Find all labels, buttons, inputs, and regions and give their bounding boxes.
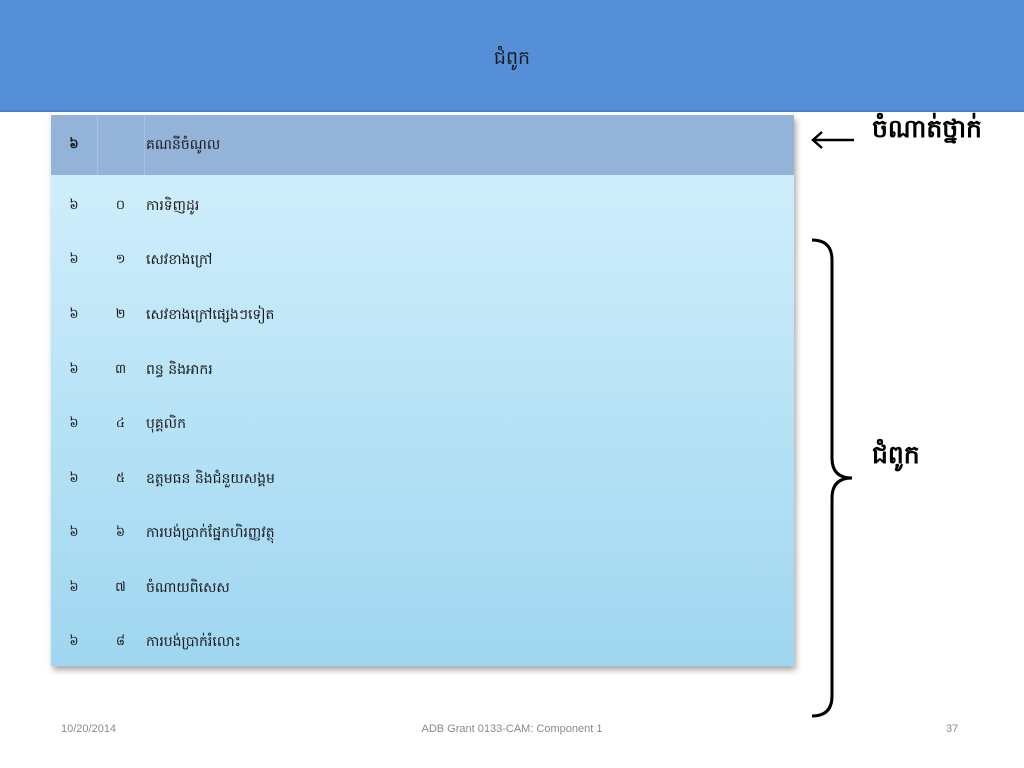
left-arrow-icon — [810, 120, 856, 160]
row-account-name: បុគ្គលិក — [146, 415, 186, 432]
row-account-name: សេវខាងក្រៅផ្សេងៗទៀត — [146, 306, 275, 323]
row-chapter-code: ៦ — [115, 524, 126, 540]
table-row: ៦ ២ សេវខាងក្រៅផ្សេងៗទៀត — [51, 288, 794, 342]
table-row: ៦ ៨ ការបង់ប្រាក់រំលោះ — [51, 615, 794, 669]
row-chapter-code: ៤ — [115, 415, 126, 431]
chapter-annotation: ជំពូក — [872, 440, 920, 469]
slide-title: ជំពូក — [493, 47, 531, 69]
row-class-code: ៦ — [69, 470, 79, 486]
row-chapter-code: ៥ — [115, 470, 126, 486]
page-number: 37 — [946, 723, 959, 735]
row-account-name: ការទិញដូរ — [146, 197, 200, 214]
row-chapter-code: ៣ — [114, 361, 127, 377]
row-class-code: ៦ — [69, 415, 79, 431]
table-header-row: ៦ គណនីចំណូល — [51, 115, 794, 175]
row-account-name: ការបង់ប្រាក់ផ្នែកហិរញ្ញវត្ថុ — [146, 524, 275, 541]
row-class-code: ៦ — [69, 524, 79, 540]
row-chapter-code: ៧ — [115, 579, 126, 595]
row-chapter-code: ១ — [115, 251, 126, 267]
row-class-code: ៦ — [69, 197, 79, 213]
header-account-name: គណនីចំណូល — [146, 136, 221, 153]
row-account-name: ពន្ធ និងអាករ — [146, 361, 213, 378]
row-account-name: សេវខាងក្រៅ — [146, 251, 213, 268]
row-chapter-code: ០ — [115, 197, 126, 213]
row-chapter-code: ២ — [115, 306, 126, 322]
footer-project: ADB Grant 0133-CAM: Component 1 — [421, 723, 603, 735]
classification-annotation: ចំណាត់ថ្នាក់ — [872, 114, 982, 143]
row-chapter-code: ៨ — [115, 633, 126, 649]
right-curly-brace-icon — [811, 238, 853, 718]
title-banner: ជំពូក — [0, 0, 1024, 112]
row-class-code: ៦ — [69, 579, 79, 595]
account-table: ៦ គណនីចំណូល ៦ ០ ការទិញដូរ ៦ ១ សេវខាងក្រៅ… — [51, 115, 794, 666]
table-row: ៦ ៧ ចំណាយពិសេស — [51, 561, 794, 615]
row-class-code: ៦ — [69, 306, 79, 322]
row-class-code: ៦ — [69, 251, 79, 267]
row-account-name: ឧត្តមធន និងជំនួយសង្គម — [146, 470, 275, 487]
row-class-code: ៦ — [69, 361, 79, 377]
row-account-name: ការបង់ប្រាក់រំលោះ — [146, 633, 241, 650]
table-row: ៦ ០ ការទិញដូរ — [51, 179, 794, 233]
header-class-code: ៦ — [51, 115, 98, 175]
header-chapter-code — [97, 115, 145, 175]
table-row: ៦ ៣ ពន្ធ និងអាករ — [51, 343, 794, 397]
table-row: ៦ ៦ ការបង់ប្រាក់ផ្នែកហិរញ្ញវត្ថុ — [51, 506, 794, 560]
row-class-code: ៦ — [69, 633, 79, 649]
footer-date: 10/20/2014 — [61, 723, 117, 735]
table-row: ៦ ៥ ឧត្តមធន និងជំនួយសង្គម — [51, 452, 794, 506]
row-account-name: ចំណាយពិសេស — [146, 579, 230, 596]
table-row: ៦ ១ សេវខាងក្រៅ — [51, 233, 794, 287]
table-row: ៦ ៤ បុគ្គលិក — [51, 397, 794, 451]
